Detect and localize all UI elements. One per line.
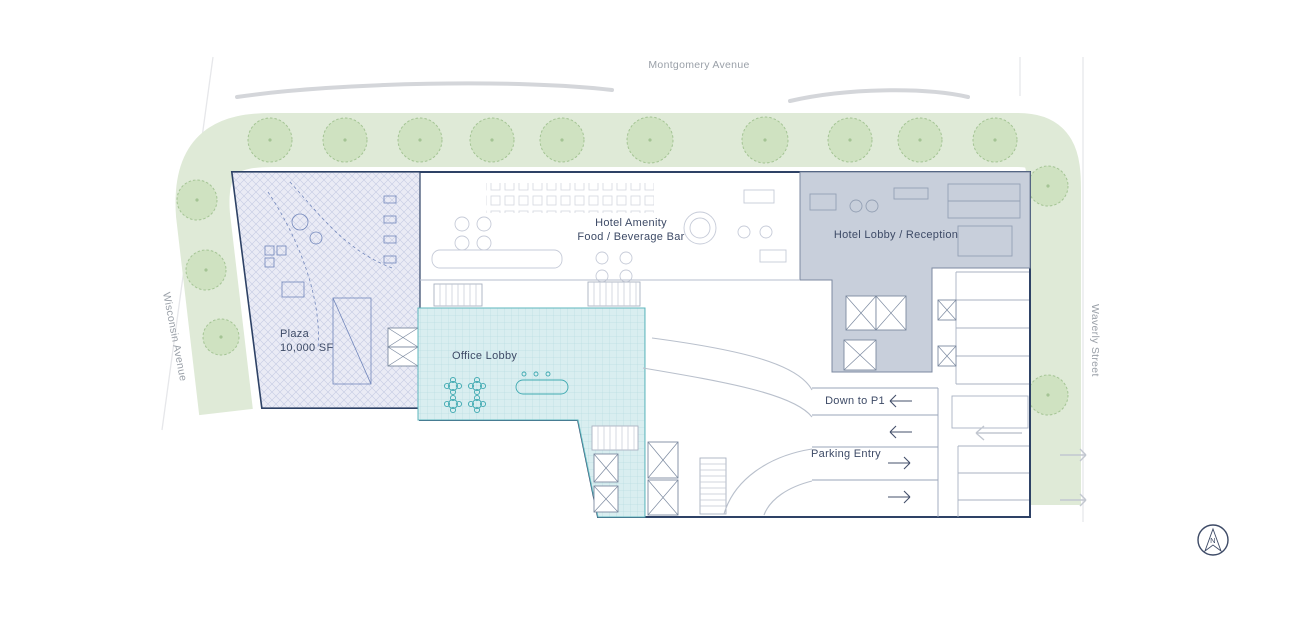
- office-lobby-label: Office Lobby: [452, 350, 517, 362]
- hotel-amenity-label: Hotel Amenity: [595, 217, 667, 229]
- plaza-area: [231, 171, 421, 409]
- compass-circle-icon: [1197, 524, 1229, 556]
- hotel-lobby-label: Hotel Lobby / Reception: [834, 229, 958, 241]
- down-to-p1-label: Down to P1: [825, 395, 885, 407]
- north-arrow-icon: [1204, 527, 1222, 553]
- street-arrow-right-icon: [1060, 493, 1087, 507]
- plaza-elevator-bank: [387, 327, 419, 367]
- trees-group: [176, 116, 1069, 416]
- lane-arrow-left-icon: [889, 394, 912, 408]
- ramp-arrow-left-icon: [975, 425, 1022, 441]
- plaza-size-label: 10,000 SF: [280, 342, 333, 354]
- direction-arrows: [888, 394, 1087, 507]
- montgomery-curb-right: [788, 88, 970, 103]
- north-compass: N: [1197, 524, 1229, 556]
- core-stairs: [433, 281, 727, 516]
- parking-ramp: [642, 271, 1029, 517]
- office-lobby-furniture: [443, 371, 569, 414]
- hotel-amenity-furniture: [420, 183, 800, 283]
- montgomery-curb-left: [235, 81, 614, 99]
- north-label: N: [1210, 536, 1216, 545]
- hotel-lobby-furniture: [809, 183, 1021, 371]
- area-labels: Plaza 10,000 SF Hotel Amenity Food / Bev…: [280, 217, 958, 460]
- parking-entry-label: Parking Entry: [811, 448, 881, 460]
- montgomery-avenue-label: Montgomery Avenue: [648, 59, 749, 71]
- waverly-street-label: Waverly Street: [1089, 304, 1101, 377]
- plaza-landscape-sketch: [264, 181, 397, 385]
- lane-arrow-right-icon: [888, 456, 911, 470]
- plaza-label: Plaza: [280, 328, 310, 340]
- lane-arrow-right-icon: [888, 490, 911, 504]
- lane-arrow-left-icon: [889, 425, 912, 439]
- office-lobby-area: [417, 307, 646, 518]
- street-arrow-right-icon: [1060, 448, 1087, 462]
- wisconsin-avenue-label: Wisconsin Avenue: [160, 291, 189, 382]
- hotel-amenity-sublabel: Food / Beverage Bar: [577, 231, 684, 243]
